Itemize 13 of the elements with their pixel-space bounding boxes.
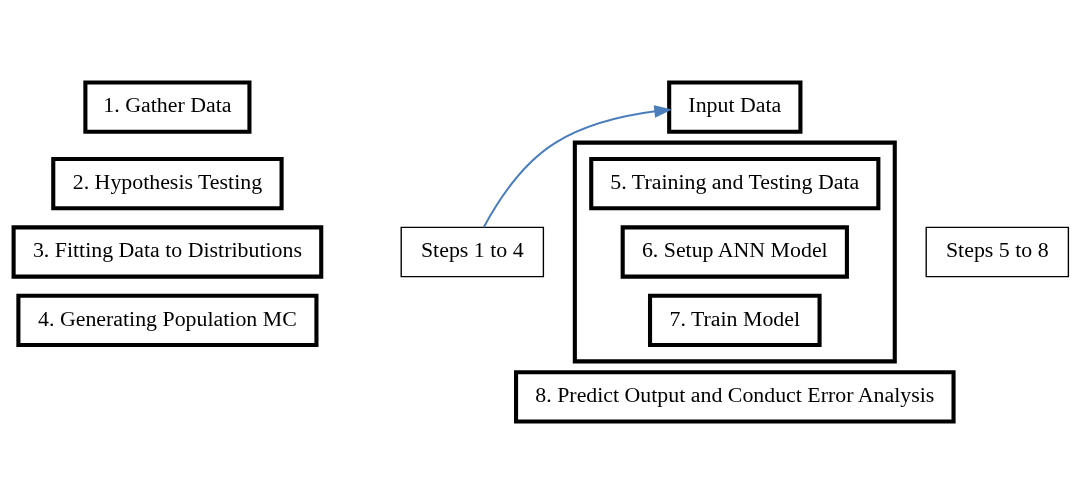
node-box: Input Data (667, 80, 803, 134)
node-box: 4. Generating Population MC (16, 293, 319, 348)
node-box: 3. Fitting Data to Distributions (11, 225, 324, 279)
node-box: 2. Hypothesis Testing (51, 157, 284, 211)
node-box: 6. Setup ANN Model (620, 225, 849, 279)
node-box: 8. Predict Output and Conduct Error Analysis (514, 370, 956, 424)
node-box: 5. Training and Testing Data (589, 157, 881, 211)
arrow (482, 105, 673, 228)
cluster (572, 140, 897, 364)
node-box: Steps 1 to 4 (400, 226, 545, 278)
node-box: 1. Gather Data (83, 80, 252, 134)
node-box: Steps 5 to 8 (925, 226, 1070, 278)
node-box: 7. Train Model (648, 293, 822, 348)
